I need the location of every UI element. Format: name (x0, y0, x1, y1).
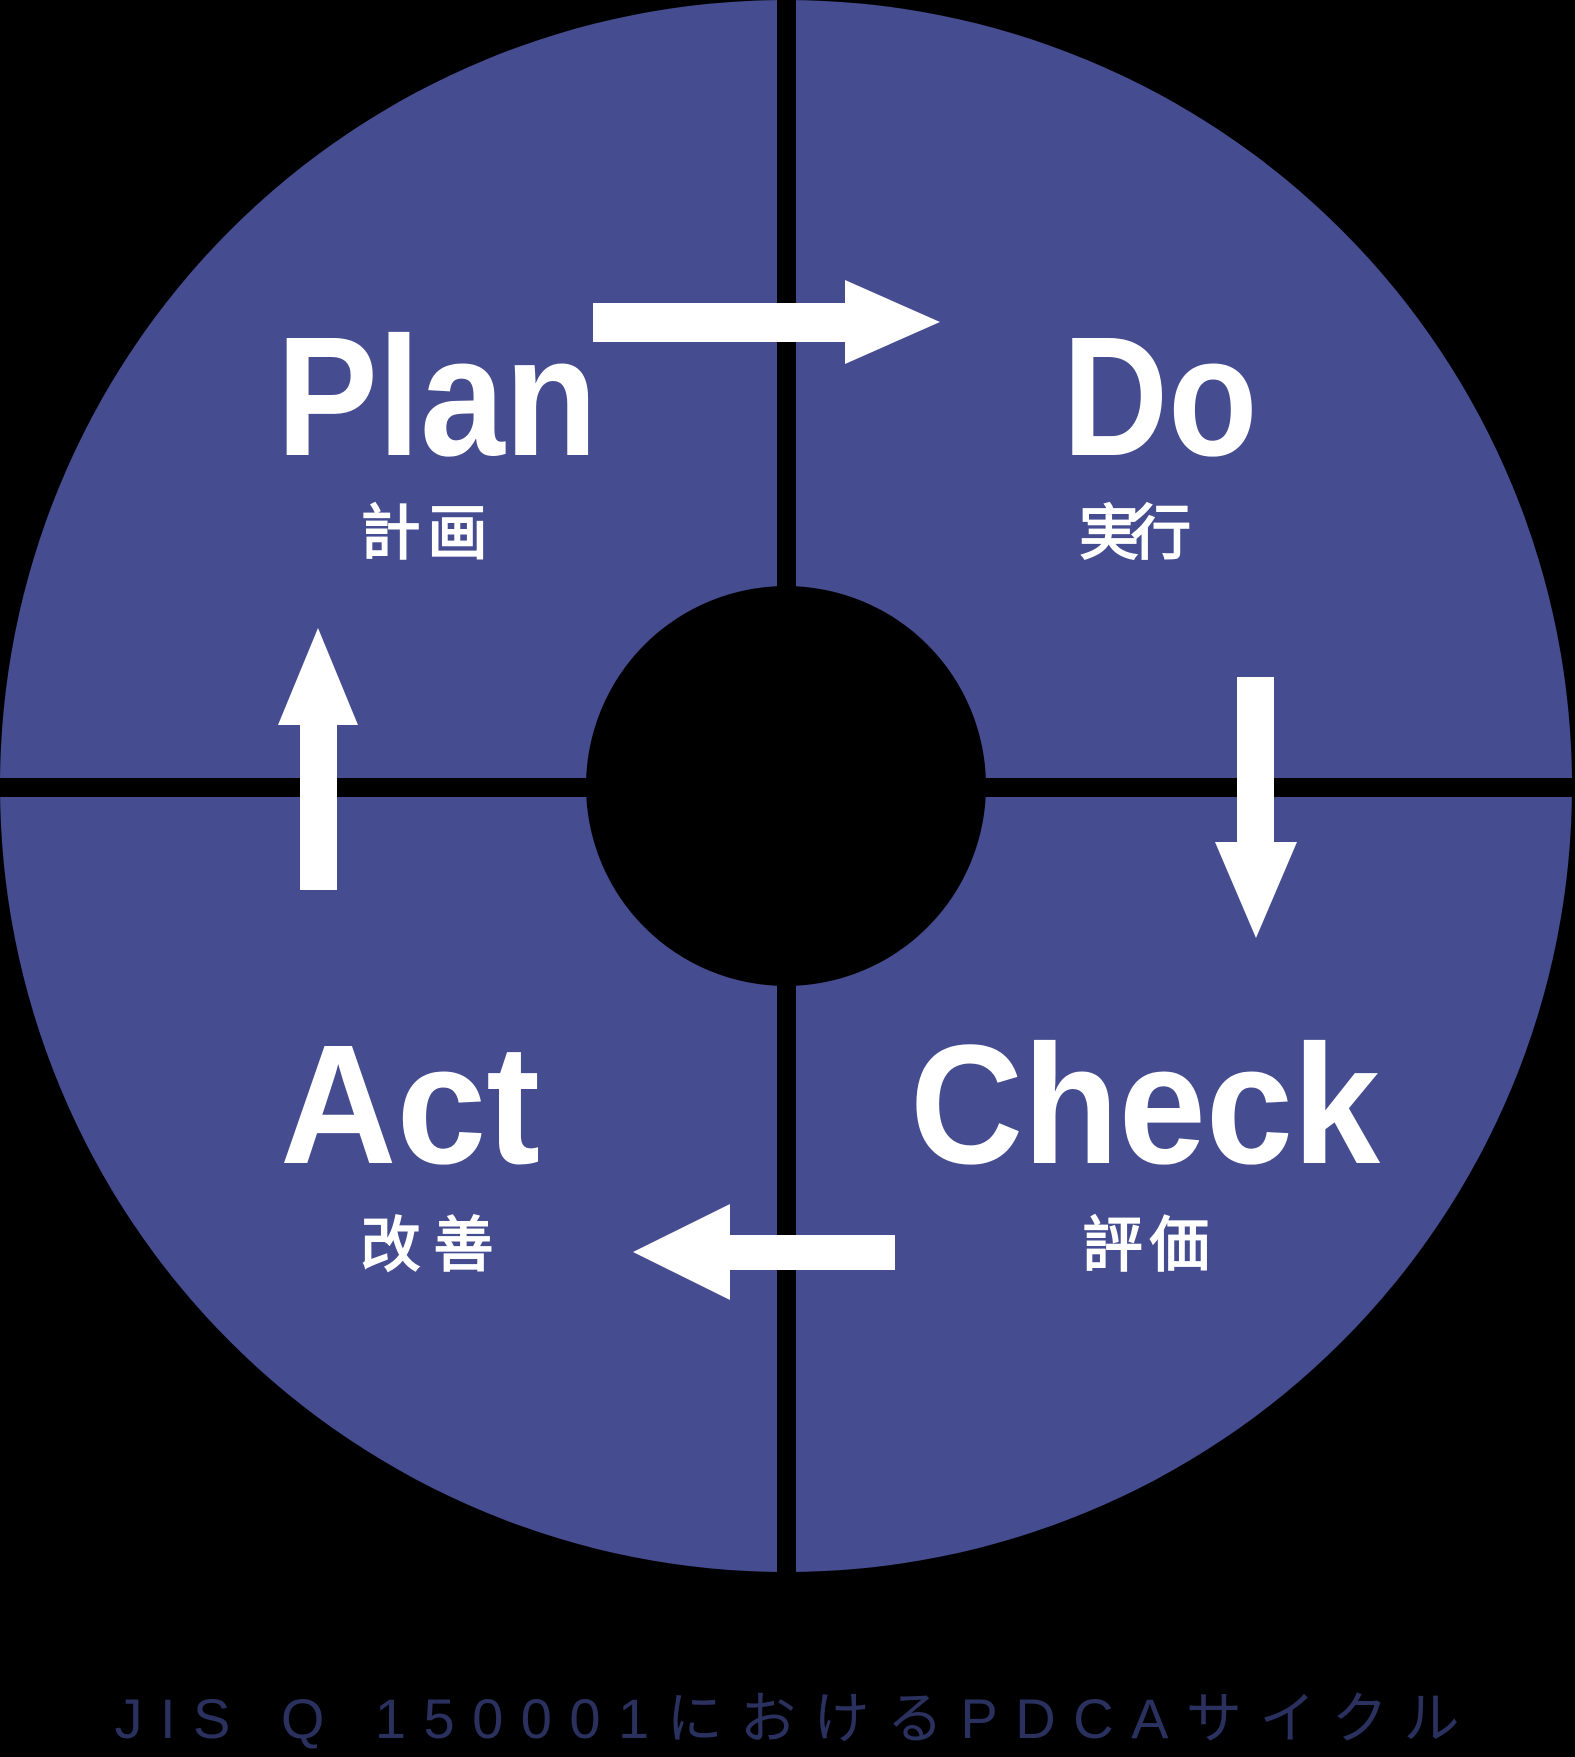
check-label: Check (910, 1010, 1380, 1200)
do-sublabel: 実行 (1079, 500, 1191, 567)
plan-label: Plan (277, 302, 598, 492)
arrow-do-to-check-icon (1215, 677, 1297, 938)
caption: JIS Q 150001におけるPDCAサイクル (115, 1687, 1460, 1750)
arrow-check-to-act-icon (633, 1204, 895, 1300)
do-label: Do (1063, 302, 1258, 492)
divider-horizontal (0, 778, 1575, 797)
arrow-plan-to-do-icon (593, 280, 940, 364)
arrow-act-to-plan-icon (278, 628, 358, 890)
act-label: Act (280, 1010, 540, 1200)
